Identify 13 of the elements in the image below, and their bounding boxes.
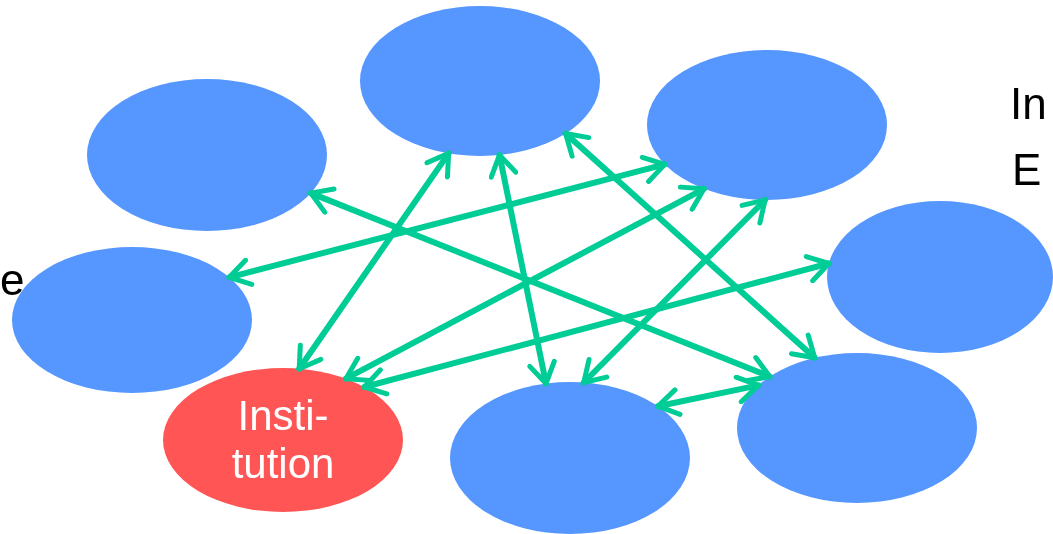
text-label: In [1010,82,1047,126]
double-arrow [226,154,668,287]
double-arrow [580,197,769,386]
double-arrow [562,130,818,361]
double-arrow [654,374,762,417]
double-arrow [488,152,557,387]
node-label: Insti- tution [230,391,336,489]
double-arrow [342,184,707,383]
double-arrow [361,254,832,397]
text-label: e [0,258,25,302]
text-label: E [1012,148,1042,192]
double-arrow [307,186,773,384]
double-arrow [296,150,452,372]
